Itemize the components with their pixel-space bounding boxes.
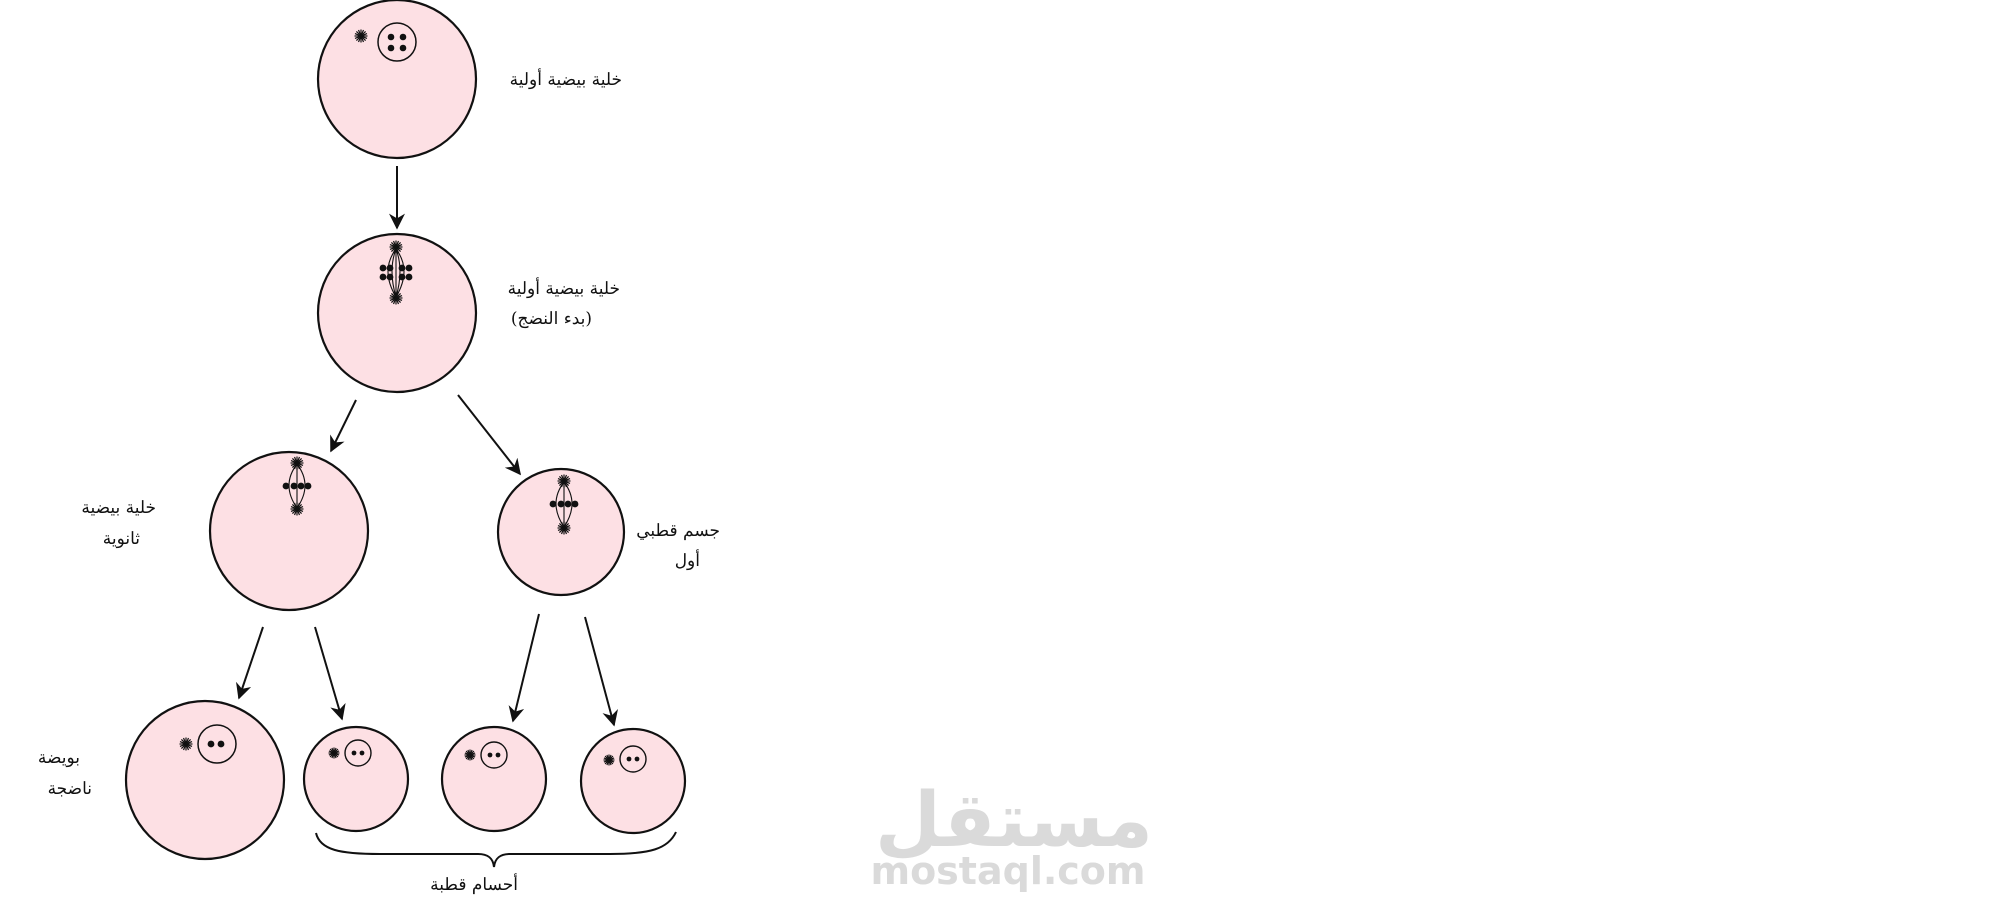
nucleus — [377, 22, 417, 62]
arrow-to-polar-body-1 — [314, 626, 346, 721]
chromosomes — [549, 500, 579, 508]
nucleus — [480, 741, 508, 769]
label-first-polar-body-line2: أول — [675, 549, 700, 571]
label-first-polar-body-line1: جسم قطبي — [636, 521, 720, 541]
arrow-to-first-polar-body — [457, 394, 521, 476]
label-mature-ovum-line1: بويضة — [38, 748, 80, 768]
polar-body-cell-3 — [579, 727, 687, 835]
maturing-primary-oocyte-cell — [316, 232, 478, 394]
arrow-to-mature-ovum — [236, 626, 264, 700]
centrosome — [603, 754, 615, 766]
primary-oocyte-cell — [316, 0, 478, 160]
chromosomes — [207, 740, 225, 748]
label-primary-oocyte: خلية بيضية أولية — [510, 68, 622, 90]
polar-body-cell-2 — [440, 725, 548, 833]
mature-ovum-cell — [124, 699, 286, 861]
chromosomes — [487, 752, 501, 758]
nucleus — [197, 724, 237, 764]
chromosomes — [379, 264, 413, 281]
first-polar-body-cell — [496, 467, 626, 597]
arrow-to-polar-body-3 — [584, 616, 618, 727]
label-polar-bodies: أحسام قطبة — [430, 873, 518, 895]
centrosome — [354, 29, 368, 43]
label-secondary-oocyte-line1: خلية بيضية — [81, 498, 156, 518]
arrow-to-polar-body-2 — [508, 613, 540, 723]
watermark: مستقل mostaql.com — [870, 775, 1152, 893]
centrosome-bottom — [389, 291, 403, 305]
label-secondary-oocyte-line2: ثانوية — [103, 529, 141, 549]
label-maturing-line2: (بدء النضج) — [511, 309, 592, 329]
label-maturing-line1: خلية بيضية أولية — [508, 277, 620, 299]
chromosomes — [387, 33, 407, 52]
centrosome-bottom — [557, 521, 571, 535]
arrow-to-secondary-oocyte — [330, 399, 357, 453]
chromosomes — [282, 482, 312, 490]
watermark-latin: mostaql.com — [870, 849, 1145, 893]
centrosome-bottom — [290, 502, 304, 516]
watermark-arabic: مستقل — [875, 775, 1153, 864]
chromosomes — [626, 756, 640, 762]
centrosome — [464, 749, 476, 761]
centrosome — [179, 737, 193, 751]
secondary-oocyte-cell — [208, 450, 370, 612]
centrosome-top — [290, 456, 304, 470]
nucleus — [619, 745, 647, 773]
centrosome — [328, 747, 340, 759]
centrosome-top — [557, 474, 571, 488]
centrosome-top — [389, 240, 403, 254]
chromosomes — [351, 750, 365, 756]
label-mature-ovum-line2: ناضجة — [48, 779, 92, 799]
nucleus — [344, 739, 372, 767]
polar-body-cell-1 — [302, 725, 410, 833]
polar-bodies-brace — [315, 831, 677, 868]
